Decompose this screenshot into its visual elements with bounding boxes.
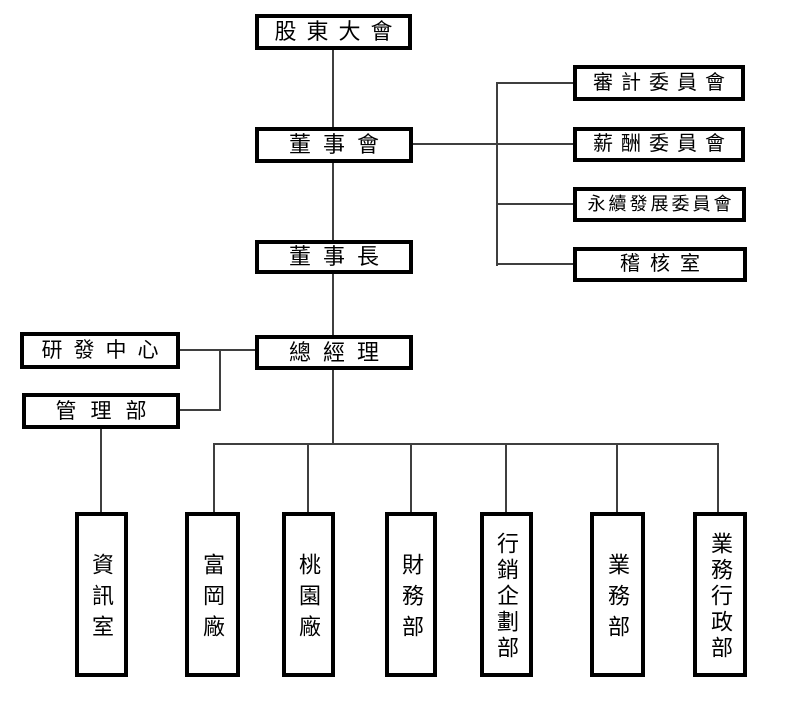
connector-line <box>180 349 255 351</box>
node-administration-dept: 管理部 <box>22 393 180 429</box>
connector-line <box>496 82 498 266</box>
connector-line <box>332 50 334 127</box>
node-board-of-directors: 董事會 <box>255 127 413 163</box>
connector-line <box>332 370 334 444</box>
node-taoyuan-plant: 桃園廠 <box>282 512 335 677</box>
node-information-office: 資訊室 <box>75 512 128 677</box>
connector-line <box>717 445 719 512</box>
node-sales-dept: 業務部 <box>590 512 645 677</box>
connector-line <box>213 445 215 512</box>
connector-line <box>332 163 334 240</box>
node-shareholders-meeting: 股東大會 <box>255 14 412 50</box>
node-audit-office: 稽核室 <box>573 247 747 282</box>
node-sustainability-committee: 永續發展委員會 <box>573 187 746 222</box>
node-marketing-planning-dept: 行銷企劃部 <box>480 512 533 677</box>
connector-line <box>219 349 221 411</box>
node-rd-center: 研發中心 <box>20 332 180 369</box>
connector-line <box>413 143 573 145</box>
node-audit-committee: 審計委員會 <box>573 65 745 101</box>
connector-line <box>498 82 573 84</box>
connector-line <box>505 445 507 512</box>
connector-line <box>180 409 221 411</box>
connector-line <box>616 445 618 512</box>
connector-line <box>100 429 102 512</box>
connector-line <box>213 443 719 445</box>
node-finance-dept: 財務部 <box>385 512 437 677</box>
connector-line <box>498 263 573 265</box>
node-fugang-plant: 富岡廠 <box>185 512 240 677</box>
connector-line <box>332 274 334 335</box>
connector-line <box>307 445 309 512</box>
node-general-manager: 總經理 <box>255 335 413 370</box>
connector-line <box>498 203 573 205</box>
node-remuneration-committee: 薪酬委員會 <box>573 127 745 162</box>
node-chairman: 董事長 <box>255 240 413 274</box>
node-sales-administration-dept: 業務行政部 <box>693 512 747 677</box>
connector-line <box>410 445 412 512</box>
